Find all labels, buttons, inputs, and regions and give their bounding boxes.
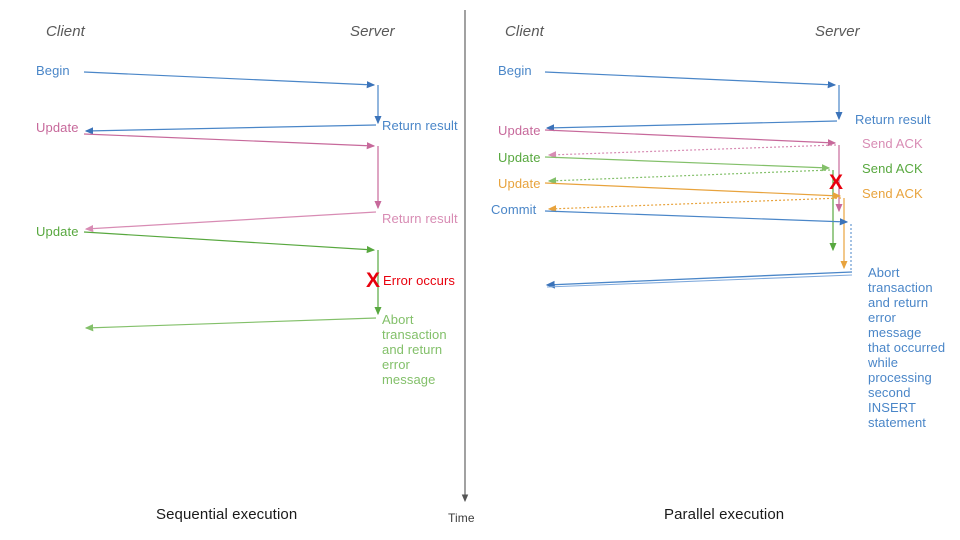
left-error-x-icon: X	[366, 269, 381, 292]
left-actor-client: Client	[46, 23, 85, 40]
arrow-update-r3	[544, 182, 842, 200]
arrow-return-result-2	[84, 211, 377, 233]
arrow-begin-r	[544, 71, 837, 89]
arrow-return-result-1	[84, 124, 377, 135]
arrow-commit-r	[544, 210, 849, 226]
right-server-label-ack-1: Send ACK	[862, 136, 923, 151]
arrow-abort-right	[545, 271, 853, 289]
arrow-update-1	[83, 133, 376, 150]
right-client-label-update-2: Update	[498, 150, 541, 165]
right-server-label-ack-2: Send ACK	[862, 161, 923, 176]
right-actor-server: Server	[815, 23, 860, 40]
right-client-label-commit: Commit	[491, 202, 537, 217]
arrow-ack-r3	[547, 197, 842, 213]
arrow-update-r2	[544, 156, 831, 172]
time-axis-label: Time	[448, 511, 475, 525]
arrow-abort-left	[84, 317, 377, 332]
left-panel-messages	[83, 71, 382, 332]
left-client-label-update-1: Update	[36, 120, 79, 135]
right-server-label-abort: Abort transaction and return error messa…	[868, 265, 946, 430]
left-server-label-return-2: Return result	[382, 211, 458, 226]
arrow-ack-r1	[547, 144, 837, 159]
arrow-return-result-r	[545, 120, 838, 132]
right-server-label-ack-3: Send ACK	[862, 186, 923, 201]
left-server-label-error: Error occurs	[383, 273, 455, 288]
left-client-label-update-2: Update	[36, 224, 79, 239]
arrow-abort-right-accent	[546, 274, 853, 288]
arrow-update-r1	[544, 129, 837, 147]
arrow-begin	[83, 71, 376, 89]
right-server-label-return: Return result	[855, 112, 931, 127]
left-panel-caption: Sequential execution	[156, 506, 298, 523]
right-client-label-update-1: Update	[498, 123, 541, 138]
right-error-x-icon: X	[829, 171, 844, 194]
left-server-label-return-1: Return result	[382, 118, 458, 133]
arrow-update-2	[83, 231, 376, 254]
left-actor-server: Server	[350, 23, 395, 40]
right-client-label-update-3: Update	[498, 176, 541, 191]
right-client-label-begin: Begin	[498, 63, 532, 78]
arrow-ack-r2	[547, 169, 831, 185]
right-panel-messages	[544, 71, 853, 289]
right-actor-client: Client	[505, 23, 544, 40]
right-panel-caption: Parallel execution	[664, 506, 785, 523]
left-client-label-begin: Begin	[36, 63, 70, 78]
left-server-label-abort: Abort transaction and return error messa…	[382, 312, 447, 387]
